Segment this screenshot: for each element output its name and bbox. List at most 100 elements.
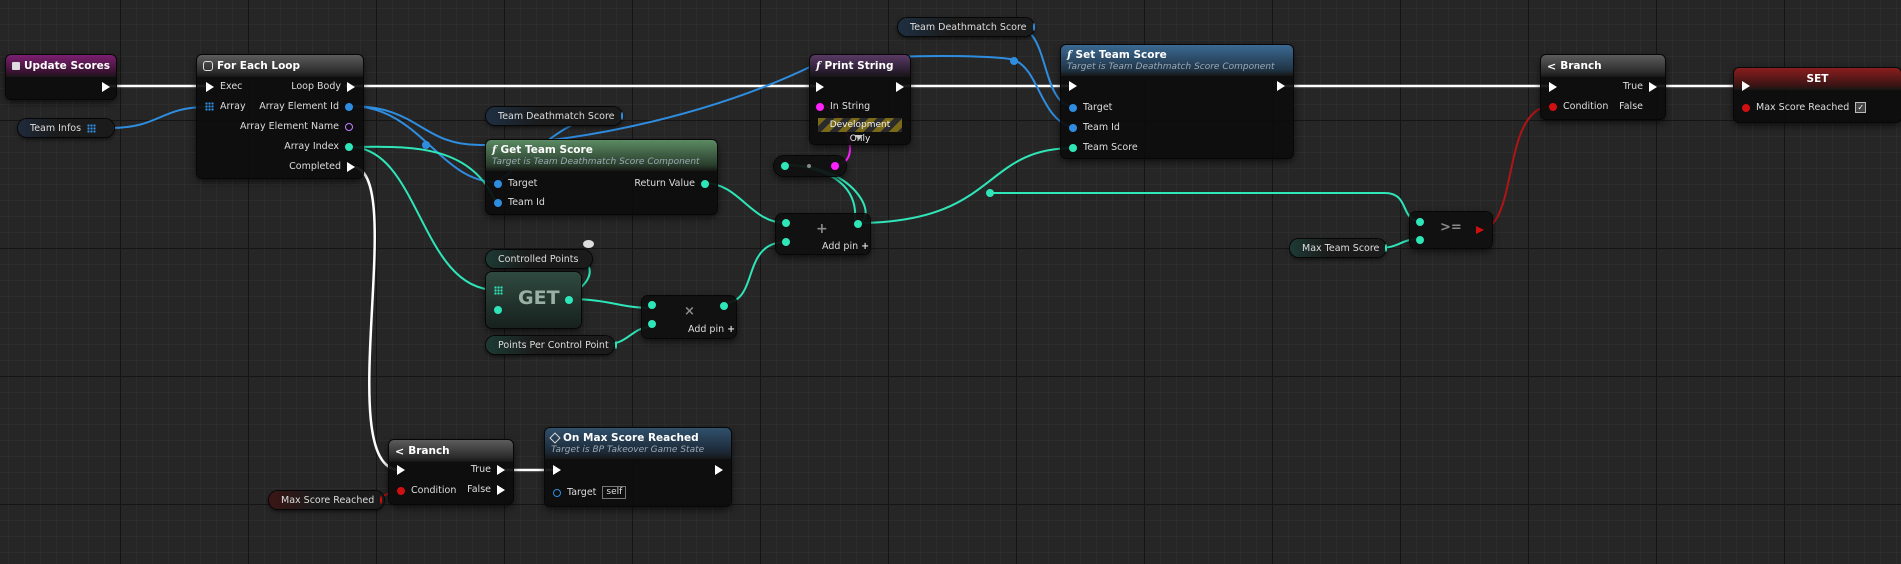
- integer-pin-icon: [1069, 143, 1077, 152]
- integer-pin-icon[interactable]: [1416, 236, 1424, 244]
- target-pin[interactable]: Target: [494, 178, 537, 189]
- variable-max-team-score[interactable]: Max Team Score: [1290, 239, 1388, 257]
- completed-pin[interactable]: Completed: [289, 161, 355, 172]
- node-title: Get Team Score: [500, 144, 593, 156]
- node-on-max-score-reached[interactable]: On Max Score Reached Target is BP Takeov…: [545, 428, 731, 506]
- variable-team-infos[interactable]: Team Infos: [18, 119, 114, 137]
- exec-in-pin[interactable]: [816, 82, 824, 92]
- loop-icon: [203, 61, 213, 71]
- true-pin[interactable]: True: [471, 464, 505, 475]
- multiply-symbol: ×: [684, 304, 695, 319]
- pin-label: In String: [830, 101, 871, 112]
- condition-pin[interactable]: Condition: [1549, 101, 1608, 112]
- variable-label: Team Deathmatch Score: [498, 110, 615, 122]
- array-element-name-pin[interactable]: Array Element Name: [240, 121, 353, 132]
- exec-out-pin[interactable]: [896, 82, 904, 92]
- node-title: Branch: [408, 445, 450, 457]
- variable-max-score-reached[interactable]: Max Score Reached: [269, 491, 384, 509]
- array-in-pin[interactable]: Array: [205, 101, 246, 112]
- node-title: On Max Score Reached: [563, 432, 699, 444]
- team-id-pin[interactable]: Team Id: [494, 197, 545, 208]
- pin-label: Team Id: [1083, 122, 1120, 133]
- integer-pin-icon[interactable]: [494, 306, 502, 314]
- integer-pin-icon[interactable]: [781, 162, 789, 170]
- node-add[interactable]: + Add pin +: [776, 214, 870, 254]
- checkbox-checked[interactable]: ✓: [1855, 102, 1867, 113]
- exec-out-pin[interactable]: [102, 82, 110, 92]
- node-branch-bottom[interactable]: < Branch Condition True False: [389, 440, 513, 504]
- integer-pin-icon: [614, 341, 617, 349]
- integer-pin-icon[interactable]: [648, 301, 656, 309]
- integer-pin-icon[interactable]: [854, 220, 862, 228]
- add-symbol: +: [816, 221, 828, 237]
- function-icon: f: [492, 144, 497, 156]
- max-score-reached-pin[interactable]: Max Score Reached ✓: [1742, 102, 1867, 113]
- node-title: SET: [1806, 73, 1829, 85]
- variable-team-deathmatch-score-top[interactable]: Team Deathmatch Score: [898, 18, 1035, 36]
- function-icon: f: [1067, 49, 1072, 61]
- exec-in-pin[interactable]: [397, 465, 405, 475]
- array-element-id-pin[interactable]: Array Element Id: [259, 101, 353, 112]
- exec-in-pin[interactable]: Exec: [206, 81, 242, 92]
- pin-label: False: [467, 484, 491, 495]
- in-string-pin[interactable]: In String: [816, 101, 870, 112]
- exec-out-pin[interactable]: [1277, 81, 1285, 91]
- node-header: On Max Score Reached Target is BP Takeov…: [545, 428, 731, 459]
- target-pin[interactable]: Target self: [553, 486, 627, 499]
- integer-pin-icon[interactable]: [782, 219, 790, 227]
- node-greater-equal[interactable]: >=: [1410, 212, 1492, 248]
- target-pin[interactable]: Target: [1069, 102, 1112, 113]
- variable-team-deathmatch-score-mid[interactable]: Team Deathmatch Score: [486, 107, 623, 125]
- node-header: SET: [1734, 68, 1901, 90]
- node-int-to-string[interactable]: [774, 156, 846, 176]
- integer-pin-icon[interactable]: [720, 302, 728, 310]
- variable-label: Points Per Control Point: [498, 339, 609, 351]
- array-index-pin[interactable]: Array Index: [284, 141, 353, 152]
- false-pin[interactable]: False: [1619, 101, 1657, 112]
- variable-controlled-points[interactable]: Controlled Points: [486, 250, 592, 268]
- add-pin-button[interactable]: Add pin +: [688, 324, 735, 335]
- loop-body-pin[interactable]: Loop Body: [291, 81, 355, 92]
- integer-pin-icon: [345, 142, 353, 151]
- node-branch-top[interactable]: < Branch Condition True False: [1541, 55, 1665, 119]
- string-pin-icon[interactable]: [831, 162, 839, 170]
- add-pin-button[interactable]: Add pin +: [822, 241, 869, 252]
- integer-pin-icon[interactable]: [565, 296, 573, 304]
- exec-in-pin[interactable]: [1742, 81, 1750, 91]
- array-pin-icon[interactable]: [494, 286, 503, 295]
- pin-label: Max Score Reached: [1756, 102, 1850, 113]
- exec-in-pin[interactable]: [1549, 82, 1557, 92]
- condition-pin[interactable]: Condition: [397, 485, 456, 496]
- node-for-each-loop[interactable]: For Each Loop Exec Array Loop Body Array…: [197, 55, 363, 178]
- object-pin-icon: [1069, 123, 1077, 132]
- node-header: f Print String: [810, 55, 910, 77]
- exec-pin-icon: [347, 161, 355, 172]
- return-value-pin[interactable]: Return Value: [634, 178, 709, 189]
- integer-pin-icon[interactable]: [782, 238, 790, 246]
- exec-in-pin[interactable]: [553, 465, 561, 475]
- integer-pin-icon[interactable]: [1416, 218, 1424, 226]
- node-array-get[interactable]: GET: [486, 272, 581, 328]
- variable-points-per-control-point[interactable]: Points Per Control Point: [486, 336, 617, 354]
- event-dispatch-icon: [549, 432, 561, 444]
- node-multiply[interactable]: × Add pin +: [642, 296, 736, 338]
- comment-bubble-icon[interactable]: [583, 240, 594, 248]
- integer-pin-icon[interactable]: [648, 320, 656, 328]
- boolean-out-pin[interactable]: [1476, 226, 1484, 234]
- node-set-max-score-reached[interactable]: SET Max Score Reached ✓: [1734, 68, 1901, 122]
- event-node-update-scores[interactable]: Update Scores: [6, 55, 116, 99]
- node-print-string[interactable]: f Print String In String Development Onl…: [810, 55, 910, 144]
- false-pin[interactable]: False: [467, 484, 505, 495]
- team-score-pin[interactable]: Team Score: [1069, 142, 1138, 153]
- exec-in-pin[interactable]: [1069, 81, 1077, 91]
- true-pin[interactable]: True: [1623, 81, 1657, 92]
- exec-wire: [350, 165, 402, 472]
- integer-pin-icon: [701, 179, 709, 188]
- pin-label: Exec: [220, 81, 243, 92]
- team-id-pin[interactable]: Team Id: [1069, 122, 1120, 133]
- exec-out-pin[interactable]: [715, 465, 723, 475]
- expand-arrow-icon[interactable]: [855, 135, 863, 140]
- self-value[interactable]: self: [602, 486, 627, 499]
